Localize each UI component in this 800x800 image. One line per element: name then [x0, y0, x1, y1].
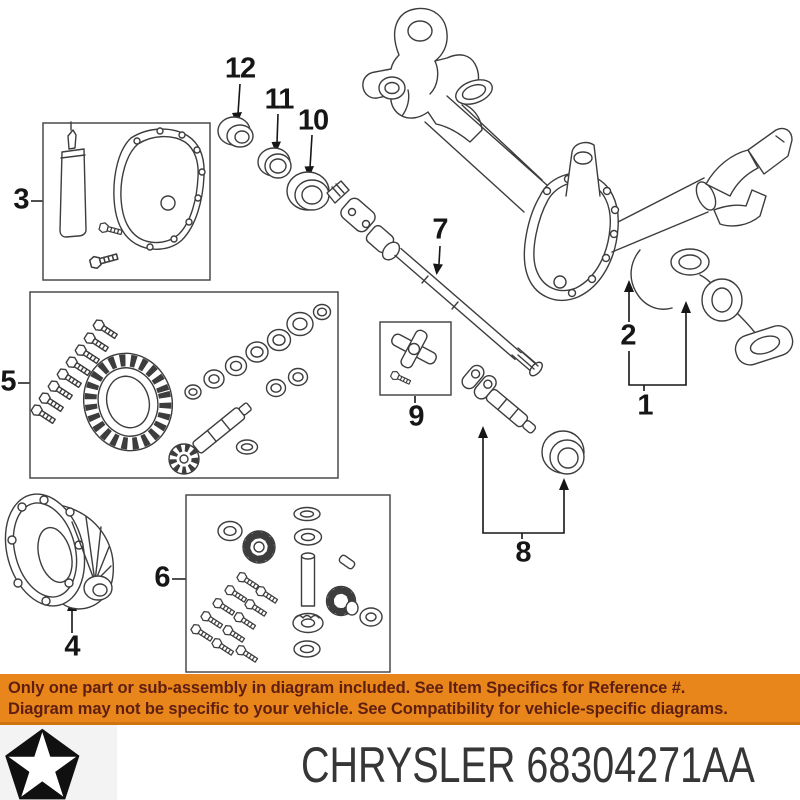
- brand-part-number: CHRYSLER 68304271AA: [301, 737, 755, 793]
- footer: [0, 728, 800, 800]
- differential-cover: [113, 127, 206, 251]
- box-part-9: [379, 321, 452, 396]
- callout-label-6: 6: [154, 561, 170, 594]
- callout-label-10: 10: [297, 104, 329, 137]
- chrysler-pentastar-icon: [5, 728, 80, 800]
- cover-bolts: [88, 221, 124, 271]
- sealant-tube: [59, 121, 87, 238]
- disclaimer-banner: Only one part or sub-assembly in diagram…: [0, 674, 800, 725]
- stub-shaft-8: [461, 364, 537, 434]
- pinion-seal-10: [286, 171, 330, 211]
- ring-gear: [82, 352, 174, 452]
- callout-label-7: 7: [432, 213, 448, 246]
- box-part-5: [29, 291, 339, 479]
- callout-label-4: 4: [64, 630, 80, 663]
- callout-label-3: 3: [13, 183, 29, 216]
- disclaimer-line-2: Diagram may not be specific to your vehi…: [8, 700, 728, 718]
- callout-label-12: 12: [224, 52, 256, 85]
- differential-case-4: [4, 493, 114, 610]
- disclaimer-line-1: Only one part or sub-assembly in diagram…: [8, 679, 686, 697]
- axle-shaft-7: [326, 180, 543, 377]
- u-joint-cross-9: [389, 329, 437, 387]
- axle-diagram-art: [4, 7, 794, 673]
- bearing-shim-set: [184, 303, 332, 455]
- spider-gear-kit: [189, 506, 383, 666]
- axle-seal-8: [541, 430, 585, 475]
- washer-11: [257, 147, 292, 179]
- logo-block: [0, 725, 117, 800]
- box-part-3: [42, 122, 211, 281]
- callout-label-8: 8: [515, 536, 531, 569]
- callout-label-11: 11: [264, 83, 295, 116]
- pinion-gear: [168, 402, 252, 475]
- callout-label-9: 9: [408, 400, 424, 433]
- pinion-nut-12: [217, 116, 254, 148]
- box-part-6: [185, 494, 391, 673]
- callout-label-2: 2: [620, 319, 636, 352]
- callout-label-5: 5: [0, 365, 16, 398]
- callout-label-1: 1: [637, 389, 653, 422]
- exploded-parts-diagram: 3 12 11 10 7 2 1 5 9 8 4 6: [0, 7, 794, 673]
- front-axle-housing-assembly: [362, 7, 794, 366]
